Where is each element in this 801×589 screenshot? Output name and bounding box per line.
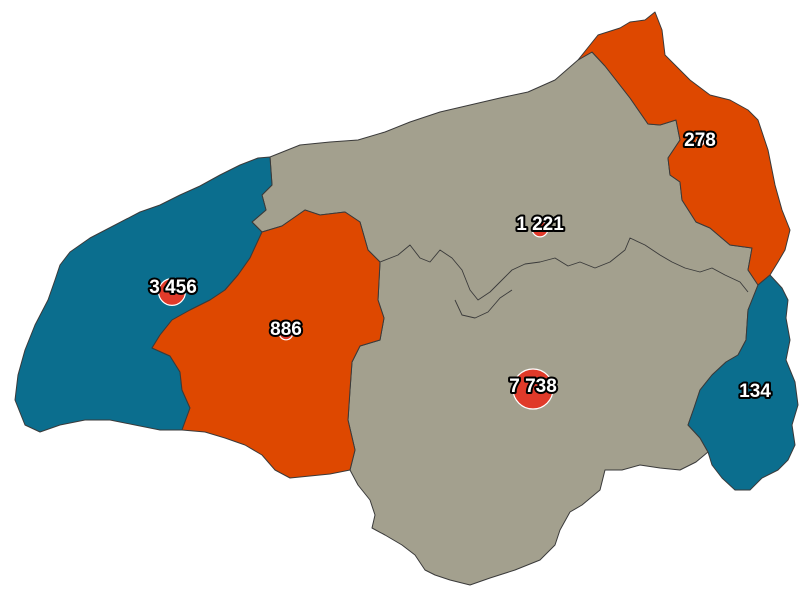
value-bubble — [751, 388, 759, 396]
value-bubble — [278, 325, 294, 341]
value-bubble — [695, 137, 705, 147]
value-labels: 3 456 886 1 221 7 738 278 134 — [147, 128, 773, 404]
east-blue-region — [687, 274, 799, 491]
value-label: 134 — [739, 381, 771, 402]
value-label: 886 — [270, 319, 302, 340]
value-bubble — [158, 278, 187, 307]
northeast-orange-region — [577, 11, 791, 286]
value-bubble — [512, 368, 554, 410]
value-label: 1 221 — [516, 214, 564, 235]
value-label: 278 — [684, 130, 716, 151]
value-markers — [158, 137, 759, 410]
west-orange-region — [151, 209, 385, 479]
internal-boundary — [379, 237, 749, 301]
value-label: 3 456 — [149, 277, 197, 298]
internal-boundary — [454, 289, 513, 319]
value-label: 7 738 — [509, 376, 557, 397]
value-bubble — [531, 220, 549, 238]
